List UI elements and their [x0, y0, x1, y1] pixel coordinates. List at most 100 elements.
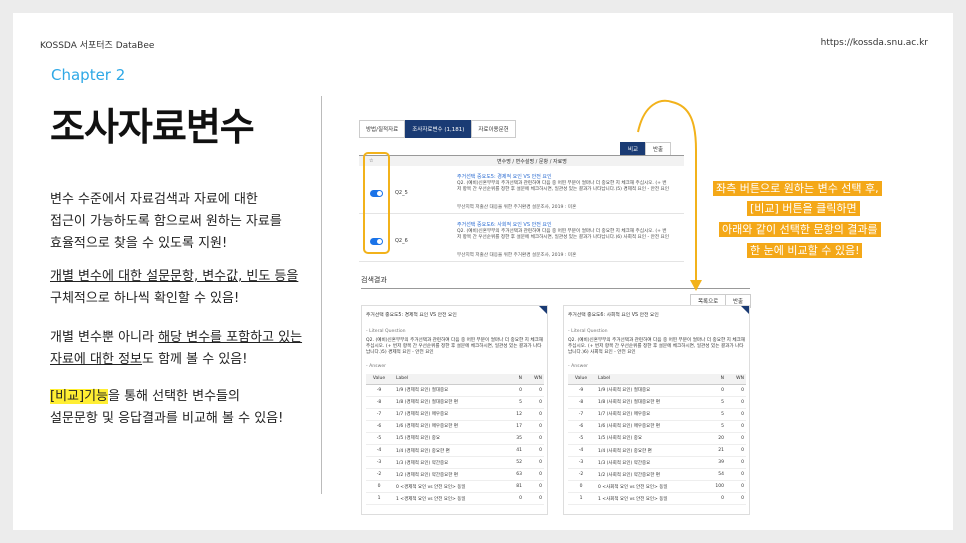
cell-value: -6 [568, 420, 594, 433]
results-heading: 검색결과 [361, 276, 387, 284]
cell-label: 1/2 (경제적 요인) 약간중요한 편 [392, 468, 504, 482]
cell-value: 1 [568, 492, 594, 506]
col-header: Label [392, 374, 504, 385]
cell-wn: 0 [726, 468, 746, 482]
cell-value: -5 [366, 432, 392, 445]
table-header-label: 변수명 / 변수설명 / 문항 / 자료명 [497, 159, 567, 165]
variable-title-link[interactable]: 주거선택 중요도6: 사회적 요인 VS 안전 요인 [457, 222, 552, 228]
cell-wn: 0 [726, 492, 746, 506]
variable-description: Q2. (예비)신혼부부의 주거선택과 관련하여 다음 중 어떤 부분이 얼마나… [457, 181, 669, 192]
paragraph-4: [비교]기능을 통해 선택한 변수들의 설문문항 및 응답결과를 비교해 볼 수… [50, 386, 283, 430]
cell-n: 39 [706, 456, 726, 470]
text-span: 을 통해 선택한 변수들의 [107, 389, 240, 404]
text-line: 개별 변수에 대한 설문문항, 변수값, 빈도 등을 [50, 269, 299, 284]
cell-n: 41 [504, 444, 524, 458]
toggle-highlight-box [363, 152, 390, 254]
cell-value: 0 [568, 480, 594, 494]
cell-n: 0 [504, 384, 524, 397]
header-left: KOSSDA 서포터즈 DataBee [40, 41, 155, 51]
cell-wn: 0 [524, 444, 544, 458]
cell-label: 1/4 (사회적 요인) 중요한 편 [594, 444, 706, 458]
cell-n: 35 [504, 432, 524, 445]
cell-label: 1 <경제적 요인 vs 안전 요인> 동일 [392, 492, 504, 506]
col-header: Label [594, 374, 706, 385]
select-all-checkbox[interactable]: ☆ [369, 158, 374, 164]
panel-corner-marker [538, 306, 547, 315]
paragraph-2: 개별 변수에 대한 설문문항, 변수값, 빈도 등을 구체적으로 하나씩 확인할… [50, 266, 298, 310]
cell-wn: 0 [726, 384, 746, 397]
table-header: ☆ 변수명 / 변수설명 / 문항 / 자료명 [359, 155, 684, 166]
col-header: WN [524, 374, 544, 385]
cell-value: -4 [568, 444, 594, 458]
result-panel-right: 주거선택 중요도6: 사회적 요인 VS 안전 요인 - Literal Que… [563, 305, 750, 515]
cell-wn: 0 [726, 444, 746, 458]
callout-line: 한 눈에 비교할 수 있음! [747, 243, 863, 258]
col-header: N [706, 374, 726, 385]
cell-wn: 0 [726, 456, 746, 470]
cell-value: -8 [366, 396, 392, 409]
cell-n: 12 [504, 408, 524, 421]
cell-label: 0 <경제적 요인 vs 안전 요인> 동일 [392, 480, 504, 494]
cell-label: 1/8 (사회적 요인) 절대중요한 편 [594, 396, 706, 409]
text-line: 접근이 가능하도록 함으로써 원하는 자료를 [50, 214, 282, 229]
export-button[interactable]: 반출 [645, 142, 672, 156]
tab-variables[interactable]: 조사자료변수 (1,181) [405, 120, 472, 138]
highlight-span: [비교]기능 [50, 389, 108, 404]
cell-n: 20 [706, 432, 726, 445]
cell-n: 0 [504, 492, 524, 506]
text-line: 효율적으로 찾을 수 있도록 지원! [50, 236, 228, 251]
variable-title-link[interactable]: 주거선택 중요도5: 경제적 요인 VS 안전 요인 [457, 174, 552, 180]
cell-n: 52 [504, 456, 524, 470]
dataset-source[interactable]: 부산지역 저출산 대응을 위한 주거환경 설문조사, 2019 : 미혼 [457, 253, 577, 258]
page-title: 조사자료변수 [50, 105, 255, 149]
cell-label: 1/7 (경제적 요인) 매우중요 [392, 408, 504, 421]
cell-n: 81 [504, 480, 524, 494]
section-label: - Literal Question [366, 329, 406, 334]
cell-label: 0 <사회적 요인 vs 안전 요인> 동일 [594, 480, 706, 494]
cell-value: -4 [366, 444, 392, 458]
cell-value: -6 [366, 420, 392, 433]
text-line: 자료에 대한 정보도 함께 볼 수 있음! [50, 349, 302, 371]
panel-corner-marker [740, 306, 749, 315]
variable-code: Q2_6 [395, 238, 408, 244]
dataset-source[interactable]: 부산지역 저출산 대응을 위한 주거환경 설문조사, 2019 : 미혼 [457, 205, 577, 210]
tab-method[interactable]: 방법/질적자료 [359, 120, 406, 138]
cell-label: 1/2 (사회적 요인) 약간중요한 편 [594, 468, 706, 482]
text-line: 구체적으로 하나씩 확인할 수 있음! [50, 291, 240, 306]
cell-label: 1/7 (사회적 요인) 매우중요 [594, 408, 706, 421]
cell-wn: 0 [524, 480, 544, 494]
cell-value: -9 [568, 384, 594, 397]
tab-literature[interactable]: 자료이용문헌 [471, 120, 516, 138]
cell-n: 17 [504, 420, 524, 433]
cell-value: 0 [366, 480, 392, 494]
col-header: N [504, 374, 524, 385]
paragraph-3: 개별 변수뿐 아니라 해당 변수를 포함하고 있는 자료에 대한 정보도 함께 … [50, 327, 302, 371]
cell-value: -9 [366, 384, 392, 397]
cell-n: 5 [504, 396, 524, 409]
question-text: Q2. (예비)신혼부부의 주거선택과 관련하여 다음 중 어떤 부분이 얼마나… [366, 338, 544, 355]
text-line: 개별 변수뿐 아니라 해당 변수를 포함하고 있는 [50, 327, 302, 349]
callout-line: [비교] 버튼을 클릭하면 [747, 201, 860, 216]
select-toggle[interactable] [370, 238, 383, 245]
cell-wn: 0 [524, 384, 544, 397]
compare-button[interactable]: 비교 [620, 142, 647, 156]
cell-n: 100 [706, 480, 726, 494]
cell-n: 5 [706, 396, 726, 409]
question-text: Q2. (예비)신혼부부의 주거선택과 관련하여 다음 중 어떤 부분이 얼마나… [568, 338, 746, 355]
text-span: 도 함께 볼 수 있음! [142, 352, 248, 367]
select-toggle[interactable] [370, 190, 383, 197]
